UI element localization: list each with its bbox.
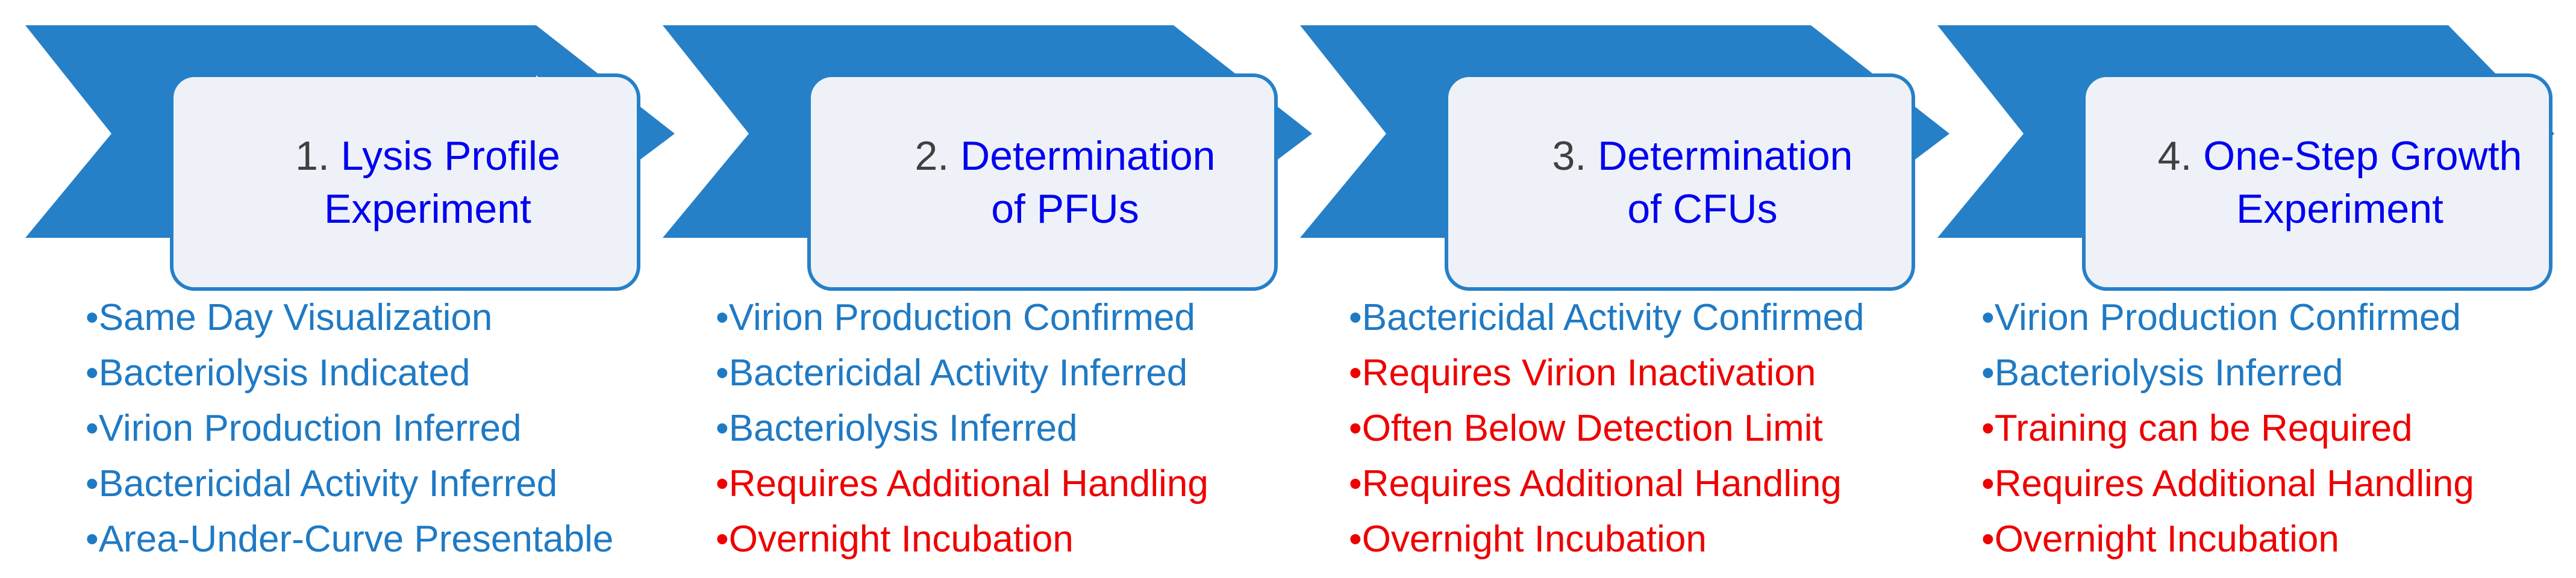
step-4-number: 4. xyxy=(2157,132,2192,179)
label-box-step-4 xyxy=(2082,73,2553,291)
step-1-title-line2: Experiment xyxy=(324,185,531,232)
bullet-item: •Bactericidal Activity Confirmed xyxy=(1349,297,1865,338)
chevron-tip-step-1 xyxy=(536,75,602,193)
bullet-item: •Area-Under-Curve Presentable xyxy=(86,518,614,560)
bullet-item: •Bactericidal Activity Inferred xyxy=(86,463,558,505)
bullet-item: •Overnight Incubation xyxy=(1981,518,2339,560)
bullet-item: •Bacteriolysis Inferred xyxy=(716,408,1078,449)
step-3-number: 3. xyxy=(1552,132,1587,179)
step-1-bullet-list: •Same Day Visualization •Bacteriolysis I… xyxy=(86,290,664,567)
bullet-item: •Virion Production Inferred xyxy=(86,408,522,449)
bullet-item: •Training can be Required xyxy=(1981,408,2413,449)
label-box-step-3 xyxy=(1445,73,1915,291)
bullet-item: •Requires Additional Handling xyxy=(716,463,1208,505)
step-1-title-line1: Lysis Profile xyxy=(340,132,560,179)
step-2-title-line1: Determination xyxy=(960,132,1216,179)
step-2-title: 2. Determination of PFUs xyxy=(809,75,1279,289)
bullet-item: •Overnight Incubation xyxy=(1349,518,1707,560)
bullet-item: •Bactericidal Activity Inferred xyxy=(716,352,1188,394)
bullet-item: •Overnight Incubation xyxy=(716,518,1074,560)
label-box-step-2 xyxy=(807,73,1278,291)
bullet-item: •Virion Production Confirmed xyxy=(716,297,1195,338)
step-1: 1. Lysis Profile Experiment •Same Day Vi… xyxy=(27,0,666,578)
step-4-title-line2: Experiment xyxy=(2236,185,2443,232)
step-3: 3. Determination of CFUs •Bactericidal A… xyxy=(1302,0,1940,578)
step-2-bullet-list: •Virion Production Confirmed •Bactericid… xyxy=(716,290,1294,567)
bullet-item: •Bacteriolysis Indicated xyxy=(86,352,470,394)
bullet-item: •Same Day Visualization xyxy=(86,297,493,338)
step-1-number: 1. xyxy=(295,132,330,179)
bullet-item: •Requires Additional Handling xyxy=(1349,463,1842,505)
step-4: 4. One-Step Growth Experiment •Virion Pr… xyxy=(1939,0,2576,578)
step-4-bullet-list: •Virion Production Confirmed •Bacterioly… xyxy=(1981,290,2572,567)
step-2-number: 2. xyxy=(914,132,949,179)
bullet-item: •Virion Production Confirmed xyxy=(1981,297,2461,338)
bullet-item: •Often Below Detection Limit xyxy=(1349,408,1823,449)
step-2-title-line2: of PFUs xyxy=(991,185,1139,232)
step-3-title-line2: of CFUs xyxy=(1627,185,1778,232)
step-3-title: 3. Determination of CFUs xyxy=(1446,75,1916,289)
bullet-item: •Bacteriolysis Inferred xyxy=(1981,352,2343,394)
step-3-title-line1: Determination xyxy=(1598,132,1853,179)
step-2: 2. Determination of PFUs •Virion Product… xyxy=(664,0,1303,578)
step-4-title-line1: One-Step Growth xyxy=(2203,132,2522,179)
bullet-item: •Requires Additional Handling xyxy=(1981,463,2474,505)
label-box-step-1 xyxy=(170,73,640,291)
step-3-bullet-list: •Bactericidal Activity Confirmed •Requir… xyxy=(1349,290,1927,567)
bullet-item: •Requires Virion Inactivation xyxy=(1349,352,1816,394)
step-4-title: 4. One-Step Growth Experiment xyxy=(2084,75,2554,289)
step-1-title: 1. Lysis Profile Experiment xyxy=(172,75,642,289)
